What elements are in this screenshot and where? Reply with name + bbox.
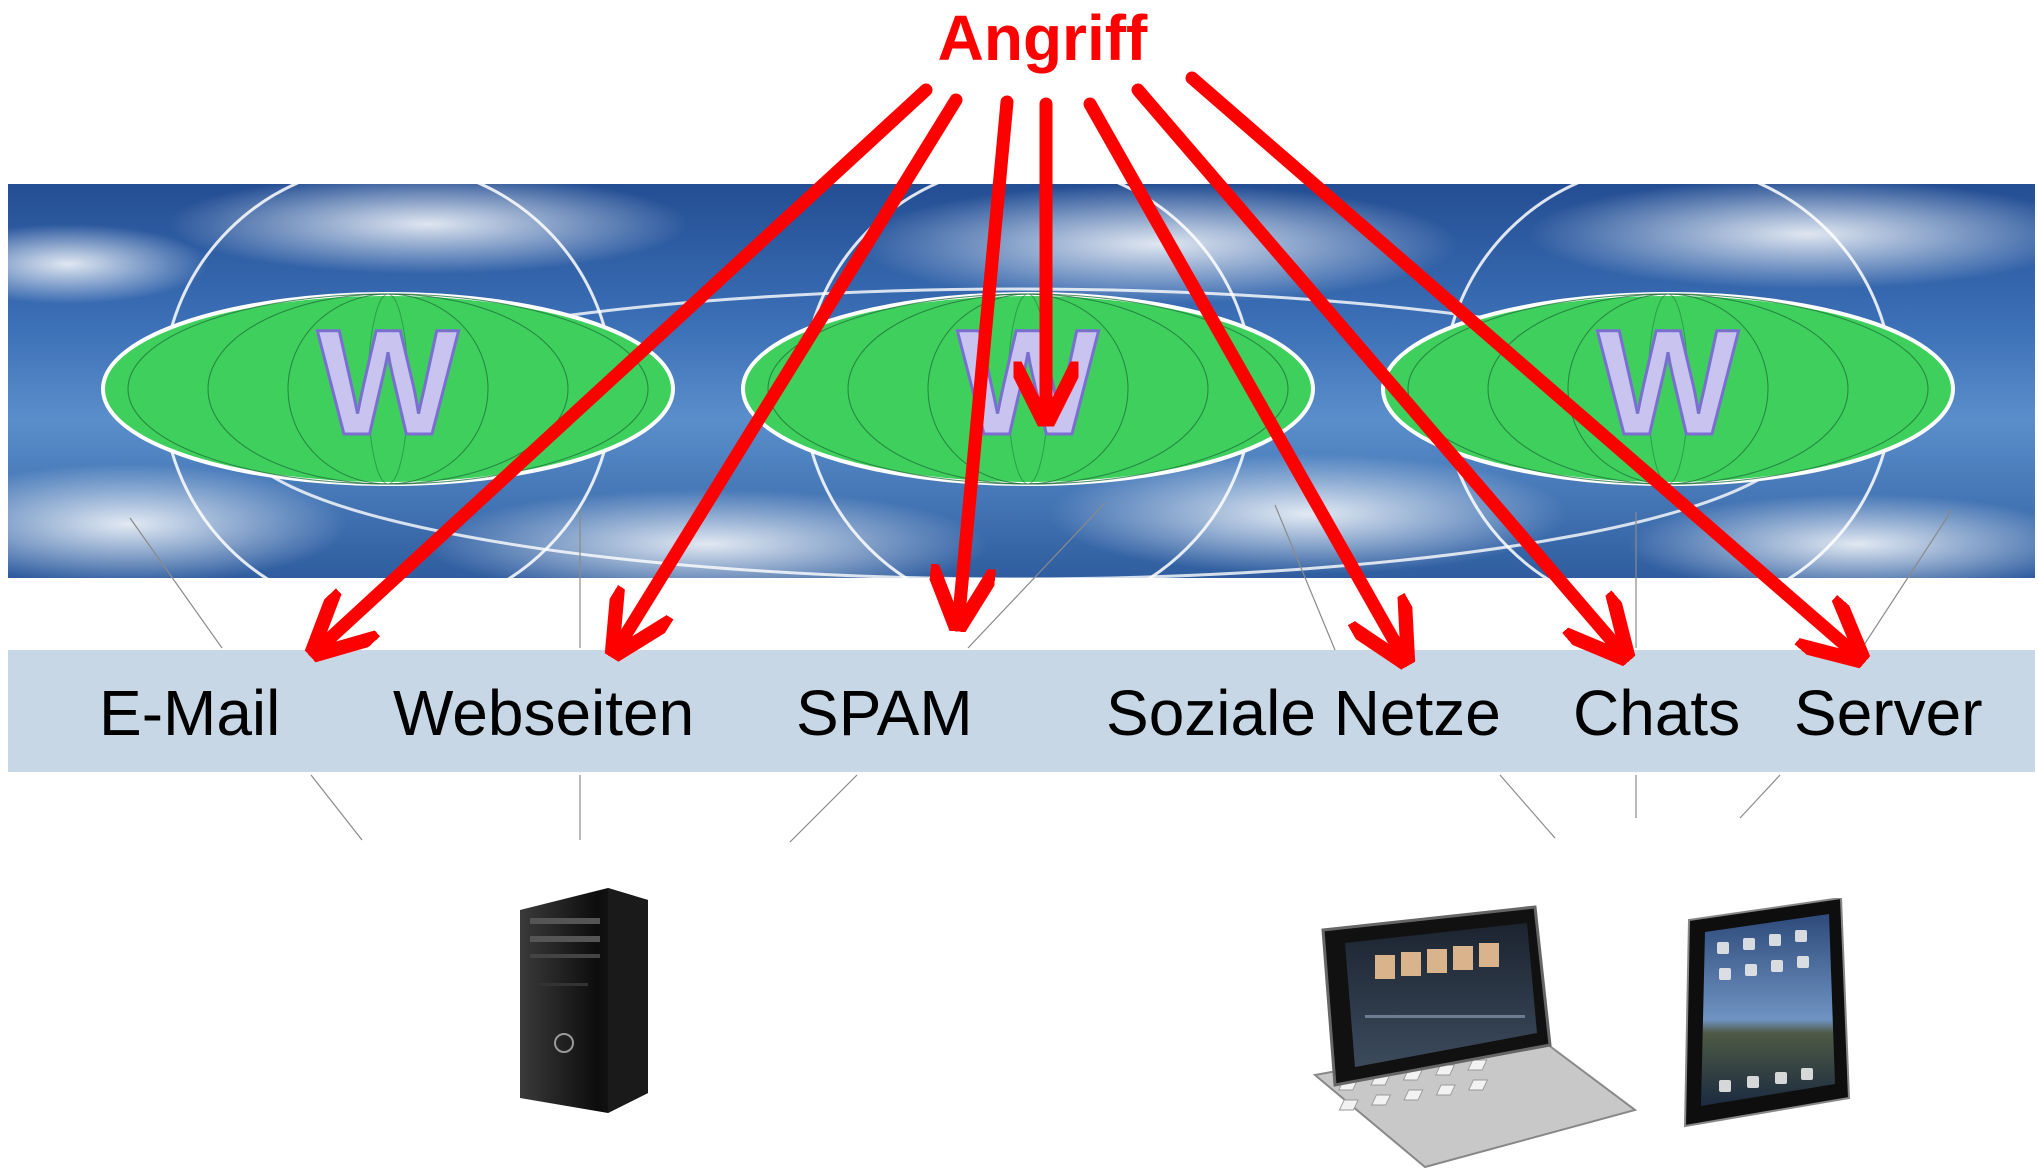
arrow-to-spam [958,95,1014,625]
arrow-to-webseiten [615,93,963,652]
attack-label: Angriff [937,2,1148,74]
connector-line [1739,774,1781,819]
arrow-to-server [1185,71,1860,658]
connector-line [1274,504,1336,651]
category-webseiten: Webseiten [393,677,695,749]
slider-smartphone-icon [1312,905,1638,1169]
desktop-computer-icon [520,888,648,1113]
tablet-icon [1683,898,1851,1128]
connector-line [1499,774,1556,839]
connector-line [1861,509,1953,649]
category-band [8,650,2035,772]
category-spam: SPAM [796,677,973,749]
category-email: E-Mail [99,677,281,749]
connector-line [129,517,223,649]
category-chats: Chats [1573,677,1741,749]
connector-line [789,774,858,843]
arrow-to-chats [1131,83,1625,656]
arrow-to-email [315,83,933,652]
globe-1: W [101,184,675,578]
globe-3: W [1381,184,1955,578]
category-soziale-netze: Soziale Netze [1106,677,1501,749]
category-server: Server [1794,677,1983,749]
connector-line [967,502,1106,649]
arrow-to-soziale-netze [1083,97,1405,660]
connector-line [310,774,363,841]
globe-letter: W [1597,298,1739,466]
globe-letter: W [317,298,459,466]
